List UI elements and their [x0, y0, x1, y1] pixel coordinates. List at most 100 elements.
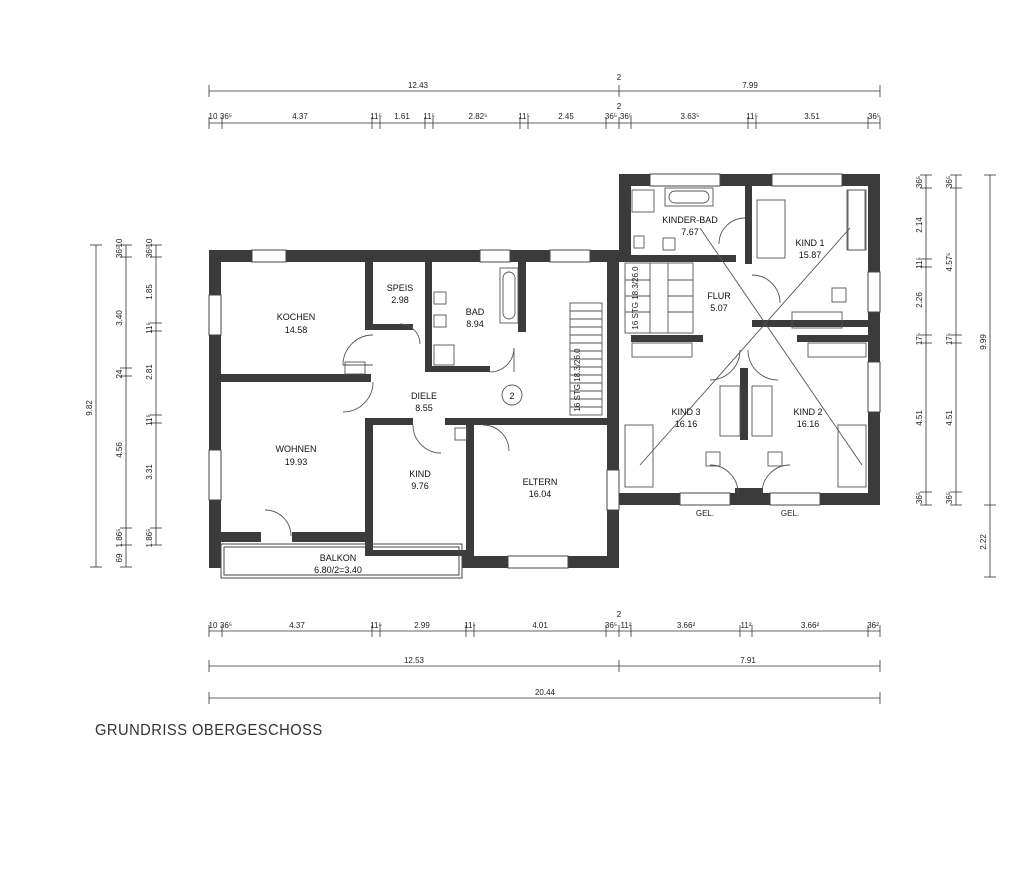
dim-bottom-left: 12.53: [404, 656, 425, 665]
room-kind2-name: KIND 2: [793, 407, 822, 417]
stairs-right-label: 16 STG 18.3/26.0: [631, 266, 640, 330]
dim-ld-4: 2.81: [145, 364, 154, 380]
dim-td-4: 1.61: [394, 112, 410, 121]
dim-li-6: 69: [115, 553, 124, 562]
room-labels: KOCHEN 14.58 SPEIS 2.98 BAD 8.94 DIELE 8…: [276, 215, 825, 575]
dim-td-12: 3.63⁵: [681, 112, 700, 121]
dim-td-6: 2.82⁵: [469, 112, 488, 121]
dim-ri-4: 17⁵: [915, 333, 924, 345]
room-flur-name: FLUR: [707, 291, 731, 301]
dim-td-15: 36⁵: [868, 112, 880, 121]
dim-li-2: 3.40: [115, 310, 124, 326]
dim-top-mid: 2: [617, 73, 622, 82]
dim-td-0: 10: [209, 112, 218, 121]
dim-td-7: 11⁵: [518, 112, 530, 121]
dim-bd-1: 36⁵: [220, 621, 232, 630]
dim-td-2: 4.37: [292, 112, 308, 121]
gel-label-right: GEL.: [781, 509, 799, 518]
dim-ri-2: 11⁵: [915, 257, 924, 269]
dim-ri-1: 2.14: [915, 217, 924, 233]
dim-ri-3: 2.26: [915, 292, 924, 308]
dim-td-14: 3.51: [804, 112, 820, 121]
dim-ld-6: 3.31: [145, 464, 154, 480]
dim-ld-1: 10: [145, 238, 154, 247]
dim-ld-7: 1.86⁵: [145, 529, 154, 548]
dim-li-4: 4.56: [115, 442, 124, 458]
dim-ld-0: 36⁵: [145, 246, 154, 258]
dim-ri-6: 36⁵: [915, 492, 924, 504]
room-kinderbad-area: 7.67: [681, 227, 699, 237]
dim-li-0: 36⁵: [115, 246, 124, 258]
room-wohnen-area: 19.93: [285, 457, 308, 467]
fixtures: 2 16 STG 18.3/26.0: [264, 187, 867, 537]
dim-bd-3: 11⁵: [370, 621, 382, 630]
balcony: [220, 543, 463, 579]
room-kinderbad-name: KINDER-BAD: [662, 215, 718, 225]
room-flur-area: 5.07: [710, 303, 728, 313]
dim-bd-11: 11²: [741, 621, 752, 630]
dim-bd-0: 10: [209, 621, 218, 630]
room-kind-area: 9.76: [411, 481, 429, 491]
dim-bottom-total: 20.44: [535, 688, 556, 697]
dim-td-11: 36⁵: [620, 112, 632, 121]
room-diele-name: DIELE: [411, 391, 437, 401]
dim-ld-2: 1.85: [145, 284, 154, 300]
stairs-left-label: 16 STG 18.3/26.0: [573, 348, 582, 412]
dim-ri-0: 36⁵: [915, 176, 924, 188]
dim-ro-1: 2.22: [979, 534, 988, 550]
room-bad-area: 8.94: [466, 319, 484, 329]
dim-top-right: 7.99: [742, 81, 758, 90]
room-kochen-name: KOCHEN: [277, 312, 316, 322]
room-wohnen-name: WOHNEN: [276, 444, 317, 454]
dim-td-13: 11⁵: [746, 112, 758, 121]
dim-td-10: 2: [617, 102, 622, 111]
room-speis-area: 2.98: [391, 295, 409, 305]
room-kochen-area: 14.58: [285, 325, 308, 335]
dim-bd-12: 3.66²: [801, 621, 820, 630]
dim-bd-6: 4.01: [532, 621, 548, 630]
right-dimensions: 36⁵ 2.14 11⁵ 2.26 17⁵ 4.51 36⁵ 36⁵ 4.57⁵…: [915, 174, 996, 578]
dim-li-1: 10: [115, 238, 124, 247]
room-speis-name: SPEIS: [387, 283, 414, 293]
dim-li-5: 1.86⁵: [115, 529, 124, 548]
dim-td-3: 11⁵: [370, 112, 382, 121]
room-balkon-name: BALKON: [320, 553, 357, 563]
dim-td-1: 36⁵: [220, 112, 232, 121]
room-bad-name: BAD: [466, 307, 485, 317]
room-eltern-area: 16.04: [529, 489, 552, 499]
room-eltern-name: ELTERN: [523, 477, 558, 487]
room-kind1-area: 15.87: [799, 250, 822, 260]
room-kind1-name: KIND 1: [795, 238, 824, 248]
dim-bd-8: 2: [617, 610, 622, 619]
dim-li-3: 24: [115, 369, 124, 378]
dim-rm-4: 36⁵: [945, 492, 954, 504]
left-dimensions: 9.82 36⁵ 10 3.40 24 4.56 1.86⁵ 69 36⁵ 10…: [85, 238, 162, 568]
dim-ro-0: 9.99: [979, 334, 988, 350]
dim-left-outer: 9.82: [85, 400, 94, 416]
dim-bd-5: 11⁵: [464, 621, 476, 630]
dim-rm-1: 4.57⁵: [945, 253, 954, 272]
walls: [208, 173, 881, 569]
door-marker: 2: [509, 391, 514, 401]
dim-bd-2: 4.37: [289, 621, 305, 630]
dim-ri-5: 4.51: [915, 410, 924, 426]
dim-td-9: 36⁵: [605, 112, 617, 121]
room-kind2-area: 16.16: [797, 419, 820, 429]
room-kind3-name: KIND 3: [671, 407, 700, 417]
dim-bd-4: 2.99: [414, 621, 430, 630]
dim-rm-3: 4.51: [945, 410, 954, 426]
room-balkon-area: 6.80/2=3.40: [314, 565, 362, 575]
gel-label-left: GEL.: [696, 509, 714, 518]
bottom-dimensions: 10 36⁵ 4.37 11⁵ 2.99 11⁵ 4.01 36⁵ 2 11² …: [209, 610, 881, 704]
dim-td-5: 11⁵: [423, 112, 435, 121]
room-diele-area: 8.55: [415, 403, 433, 413]
dim-bottom-right: 7.91: [740, 656, 756, 665]
room-kind3-area: 16.16: [675, 419, 698, 429]
plan-title: GRUNDRISS OBERGESCHOSS: [95, 722, 323, 739]
dim-bd-7: 36⁵: [605, 621, 617, 630]
dim-bd-9: 11²: [621, 621, 632, 630]
dim-rm-0: 36⁵: [945, 176, 954, 188]
dim-ld-5: 11⁵: [145, 414, 154, 426]
top-dimensions: 12.43 2 7.99 10 36⁵ 4.37 11⁵ 1.61 11⁵ 2.…: [209, 73, 881, 129]
